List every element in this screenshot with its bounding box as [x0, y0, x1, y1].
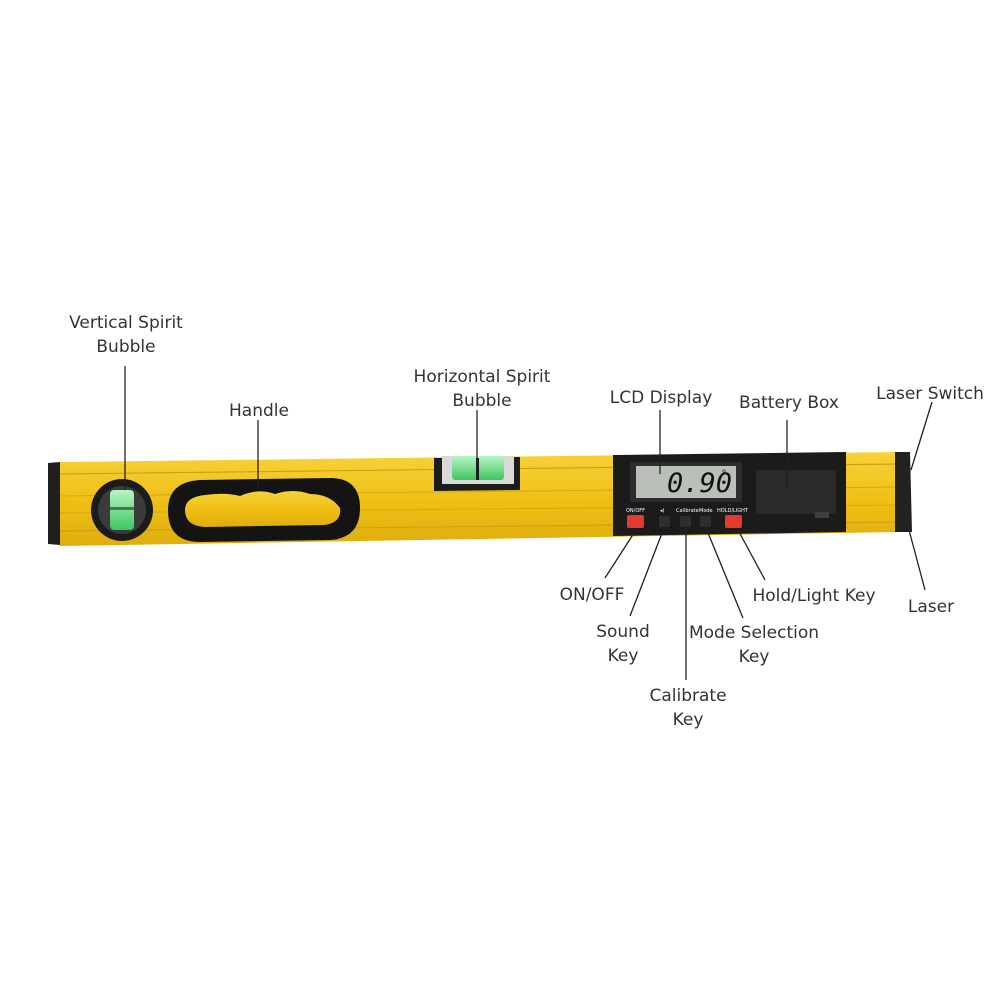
label-lcd-display: LCD Display: [610, 388, 713, 408]
leader-laser-switch: [910, 401, 933, 471]
label-calibrate-key-line1: Calibrate: [649, 686, 726, 706]
control-panel: [613, 452, 846, 536]
label-sound-key-line2: Key: [608, 646, 639, 666]
label-handle: Handle: [229, 401, 289, 421]
right-end-cap: [895, 452, 912, 532]
label-battery-box: Battery Box: [739, 393, 839, 413]
on-off-button-label: ON/OFF: [626, 508, 645, 514]
leader-on-off: [604, 532, 635, 579]
lcd-degree-symbol: °: [721, 469, 727, 480]
label-laser: Laser: [908, 597, 954, 617]
label-mode-key-line1: Mode Selection: [689, 623, 819, 643]
on-off-button[interactable]: [627, 515, 644, 528]
sound-button-label: ◂): [660, 508, 665, 514]
mode-button-label: Mode: [699, 508, 713, 514]
label-vertical-bubble-line2: Bubble: [96, 337, 155, 357]
label-calibrate-key-line2: Key: [673, 710, 704, 730]
label-horizontal-bubble-line2: Bubble: [452, 391, 511, 411]
leader-laser: [908, 529, 926, 591]
calibrate-button[interactable]: [680, 516, 691, 527]
leader-lines: [124, 366, 933, 680]
label-hold-light-key: Hold/Light Key: [752, 586, 875, 606]
label-vertical-bubble-line1: Vertical Spirit: [69, 313, 183, 333]
button-row: ON/OFF ◂) Calibrate Mode HOLD/LIGHT: [626, 508, 749, 528]
label-on-off: ON/OFF: [560, 585, 625, 605]
callout-labels: Vertical Spirit Bubble Handle Horizontal…: [69, 313, 984, 730]
leader-sound: [629, 527, 665, 617]
left-end-cap: [48, 462, 60, 545]
lcd-screen: [636, 466, 736, 498]
hold-light-button[interactable]: [725, 515, 742, 528]
leader-mode: [705, 527, 744, 619]
sound-button[interactable]: [659, 516, 670, 527]
lcd-reading: 0.90: [667, 468, 732, 499]
calibrate-button-label: Calibrate: [676, 508, 699, 514]
hold-light-button-label: HOLD/LIGHT: [717, 508, 749, 514]
label-horizontal-bubble-line1: Horizontal Spirit: [414, 367, 551, 387]
label-laser-switch: Laser Switch: [876, 384, 984, 404]
battery-box: [756, 470, 836, 514]
leader-hold-light: [737, 529, 766, 581]
label-sound-key-line1: Sound: [596, 622, 650, 642]
horizontal-bubble-vial: [434, 456, 520, 491]
label-mode-key-line2: Key: [739, 647, 770, 667]
mode-button[interactable]: [700, 516, 711, 527]
handle-grip: [168, 478, 360, 542]
vertical-bubble-vial: [91, 479, 153, 541]
